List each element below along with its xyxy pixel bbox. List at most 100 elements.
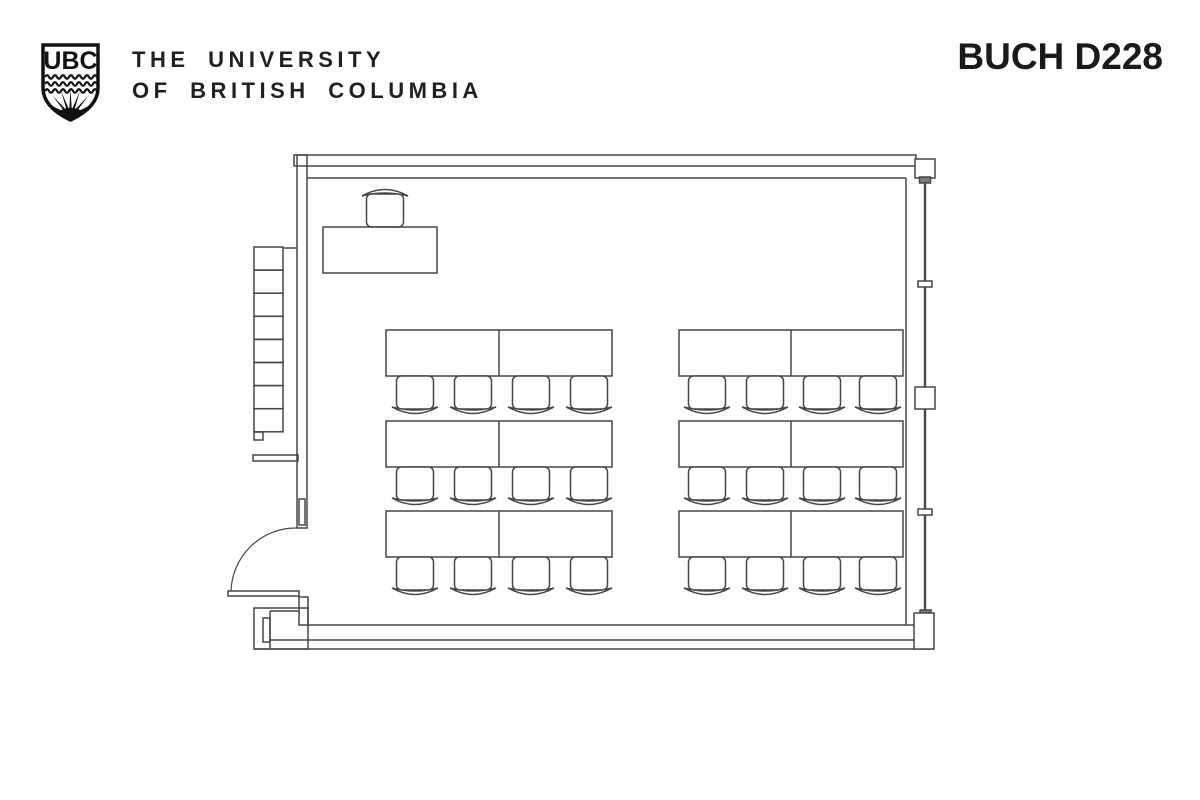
chair-backrest bbox=[449, 587, 497, 596]
room-label: BUCH D228 bbox=[957, 36, 1163, 77]
instructor-desk bbox=[322, 226, 438, 274]
table-row bbox=[678, 329, 904, 415]
chair-backrest bbox=[741, 497, 789, 506]
university-name-line2: OF BRITISH COLUMBIA bbox=[132, 78, 483, 103]
chair-backrest bbox=[449, 497, 497, 506]
chair-seat bbox=[453, 556, 493, 591]
chair-backrest bbox=[449, 406, 497, 415]
chair-seat bbox=[802, 556, 842, 591]
student-chair bbox=[798, 466, 846, 506]
university-name-line1: THE UNIVERSITY bbox=[132, 47, 386, 72]
chair-seat bbox=[511, 466, 551, 501]
chair-backrest bbox=[798, 587, 846, 596]
chair-backrest bbox=[798, 406, 846, 415]
chair-backrest bbox=[683, 587, 731, 596]
chair-seat bbox=[569, 556, 609, 591]
chair-seat bbox=[858, 556, 898, 591]
chair-backrest bbox=[391, 406, 439, 415]
sun-ray bbox=[60, 90, 69, 110]
chair-backrest bbox=[854, 587, 902, 596]
student-chair bbox=[683, 375, 731, 415]
chair-backrest bbox=[798, 497, 846, 506]
sun-ray bbox=[75, 95, 89, 111]
chair-backrest bbox=[391, 497, 439, 506]
chair-seat bbox=[745, 466, 785, 501]
sun-ray bbox=[52, 95, 66, 111]
window-mullion-tick bbox=[917, 508, 933, 516]
window-wall bbox=[913, 158, 936, 650]
chair-seat bbox=[687, 375, 727, 410]
chair-backrest bbox=[565, 406, 613, 415]
window-mullion-block bbox=[914, 386, 936, 410]
student-chair bbox=[507, 556, 555, 596]
door-jamb bbox=[298, 596, 309, 626]
shelf-cell bbox=[253, 292, 284, 318]
chair-backrest bbox=[854, 497, 902, 506]
chair-backrest bbox=[854, 406, 902, 415]
door-frame-detail bbox=[298, 498, 306, 526]
chair-seat bbox=[569, 375, 609, 410]
chair-backrest bbox=[683, 497, 731, 506]
instructor-station bbox=[322, 188, 438, 274]
left-wall bbox=[296, 154, 308, 529]
shelf-cell bbox=[253, 361, 284, 387]
entry-vestibule bbox=[253, 607, 309, 650]
chair-seat bbox=[511, 556, 551, 591]
student-chair bbox=[683, 556, 731, 596]
chair-seat bbox=[395, 375, 435, 410]
chair-seat bbox=[453, 375, 493, 410]
chair-seat bbox=[745, 556, 785, 591]
chair-seat bbox=[687, 466, 727, 501]
student-chair bbox=[391, 466, 439, 506]
student-chair bbox=[798, 375, 846, 415]
chair-backrest bbox=[507, 587, 555, 596]
university-name: THE UNIVERSITY OF BRITISH COLUMBIA bbox=[132, 44, 483, 106]
window-end-block-bottom bbox=[913, 612, 935, 650]
student-chair bbox=[449, 556, 497, 596]
window-cap-top bbox=[918, 176, 932, 184]
student-chair bbox=[854, 466, 902, 506]
chair-backrest bbox=[507, 497, 555, 506]
shelf-cell bbox=[253, 338, 284, 364]
table-row bbox=[678, 510, 904, 596]
seating-block-left bbox=[385, 329, 613, 596]
chair-seat bbox=[395, 466, 435, 501]
student-chair bbox=[741, 375, 789, 415]
wall-ledge bbox=[252, 454, 299, 462]
header: UBC THE UNIVERSITY OF BRITISH COLUMBIA B… bbox=[0, 0, 1200, 130]
chair-backrest bbox=[361, 188, 409, 197]
chair-seat bbox=[453, 466, 493, 501]
chair-backrest bbox=[565, 587, 613, 596]
chair-seat bbox=[569, 466, 609, 501]
shelf-cell bbox=[253, 269, 284, 294]
chair-backrest bbox=[741, 406, 789, 415]
table-row bbox=[385, 420, 613, 506]
shelf-cell bbox=[253, 407, 284, 433]
student-chair bbox=[449, 375, 497, 415]
chair-seat bbox=[858, 375, 898, 410]
table-row bbox=[678, 420, 904, 506]
student-chair bbox=[391, 375, 439, 415]
chair-seat bbox=[802, 466, 842, 501]
student-chair bbox=[507, 375, 555, 415]
student-chair bbox=[449, 466, 497, 506]
student-chair bbox=[741, 556, 789, 596]
sun-ray bbox=[69, 89, 72, 109]
chair-seat bbox=[802, 375, 842, 410]
chair-backrest bbox=[565, 497, 613, 506]
window-mullion-tick bbox=[917, 280, 933, 288]
shelf-foot bbox=[253, 431, 264, 441]
chair-seat bbox=[511, 375, 551, 410]
table-row bbox=[385, 510, 613, 596]
student-chair bbox=[854, 375, 902, 415]
student-chair bbox=[854, 556, 902, 596]
shelving-unit bbox=[252, 246, 299, 462]
chair-backrest bbox=[507, 406, 555, 415]
chair-seat bbox=[365, 193, 405, 228]
logo-acronym: UBC bbox=[43, 47, 97, 75]
student-chair bbox=[565, 466, 613, 506]
table-row bbox=[385, 329, 613, 415]
chair-seat bbox=[687, 556, 727, 591]
